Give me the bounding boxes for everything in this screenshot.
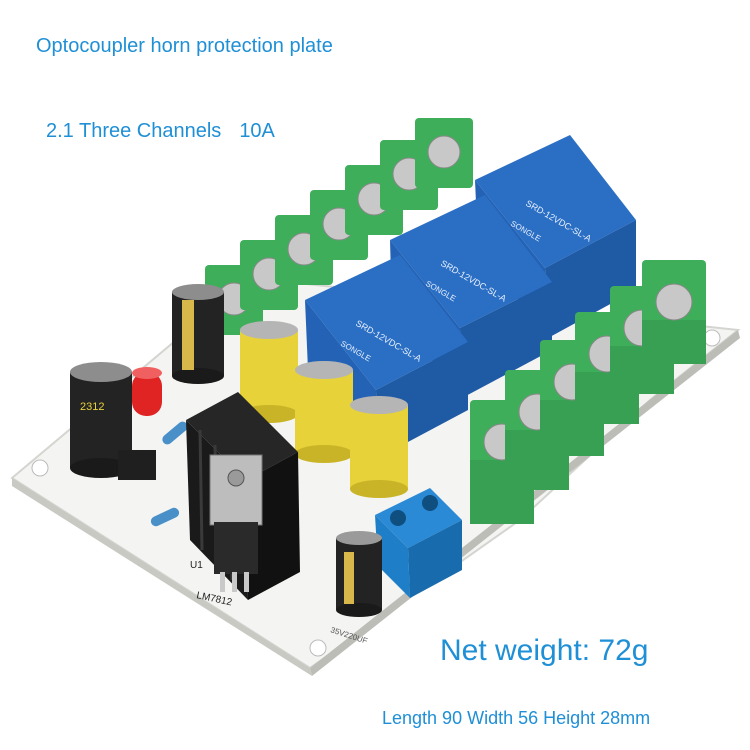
mount-hole bbox=[703, 329, 721, 347]
front-terminal-blocks bbox=[470, 260, 706, 524]
regulator-ref-label: U1 bbox=[190, 560, 203, 571]
mount-hole bbox=[31, 459, 49, 477]
transistor bbox=[118, 450, 156, 480]
product-title: Optocoupler horn protection plate bbox=[36, 35, 333, 57]
capacitor-marking: 2312 bbox=[80, 401, 104, 413]
capacitor-yellow bbox=[295, 361, 353, 463]
capacitor-black-small bbox=[336, 531, 382, 617]
capacitor-black bbox=[172, 284, 224, 384]
capacitor-black-large: 2312 bbox=[70, 362, 132, 478]
led-red bbox=[132, 367, 162, 416]
mount-hole bbox=[309, 639, 327, 657]
channel-count: 2.1 Three Channels bbox=[46, 120, 222, 142]
power-terminal bbox=[375, 488, 462, 598]
net-weight: Net weight: 72g bbox=[440, 634, 649, 667]
current-rating: 10A bbox=[239, 120, 275, 142]
dimensions: Length 90 Width 56 Height 28mm bbox=[382, 708, 651, 728]
capacitor-yellow bbox=[240, 321, 298, 423]
channel-spec: 2.1 Three Channels 10A bbox=[46, 120, 275, 143]
capacitor-yellow bbox=[350, 396, 408, 498]
pcb-edge bbox=[12, 478, 312, 676]
rear-terminal-blocks bbox=[205, 118, 473, 335]
voltage-regulator bbox=[209, 454, 263, 592]
resistor bbox=[150, 507, 180, 527]
resistor bbox=[162, 421, 188, 445]
